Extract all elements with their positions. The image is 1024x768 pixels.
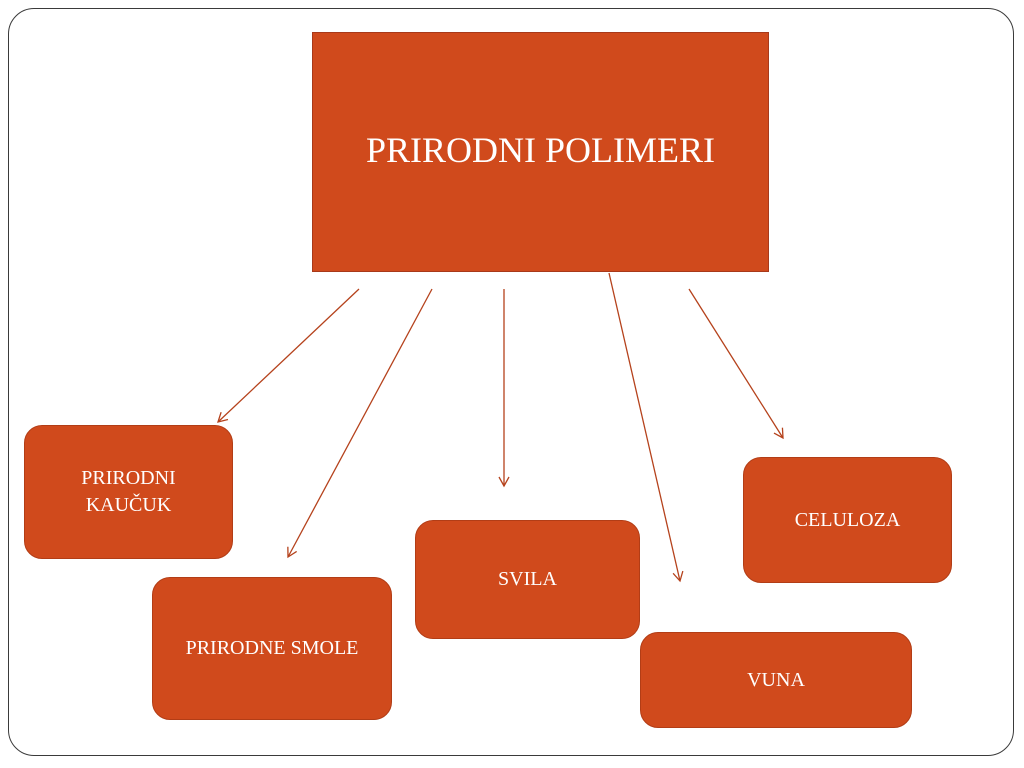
node-svila-label: SVILA (498, 568, 557, 590)
node-celuloza: CELULOZA (743, 457, 952, 583)
root-node-prirodni-polimeri: PRIRODNI POLIMERI (312, 32, 769, 272)
node-smole-label: PRIRODNE SMOLE (185, 637, 359, 659)
node-svila: SVILA (415, 520, 640, 639)
node-prirodne-smole: PRIRODNE SMOLE (152, 577, 392, 720)
node-celuloza-label: CELULOZA (794, 508, 901, 531)
node-prirodni-kaucuk: PRIRODNI KAUČUK (24, 425, 233, 559)
node-vuna-label: VUNA (747, 668, 805, 691)
node-vuna: VUNA (640, 632, 912, 728)
root-node-label: PRIRODNI POLIMERI (365, 129, 715, 170)
node-kaucuk-label: PRIRODNI KAUČUK (81, 467, 176, 516)
